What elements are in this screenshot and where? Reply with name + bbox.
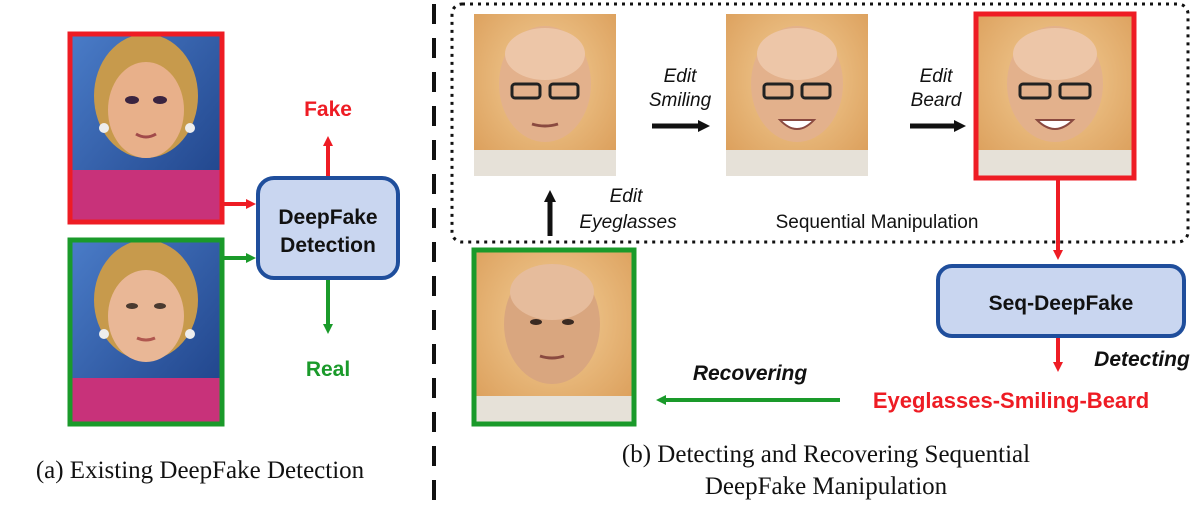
caption-b-line1: (b) Detecting and Recovering Sequential [622, 441, 1030, 468]
deepfake-detection-box [256, 176, 400, 280]
sequential-manipulation-label: Sequential Manipulation [776, 212, 979, 233]
recovered-face-image [471, 247, 637, 427]
edit-eyeglasses-label-line2: Eyeglasses [579, 212, 677, 233]
caption-a: (a) Existing DeepFake Detection [36, 457, 365, 484]
recovering-label: Recovering [693, 362, 808, 385]
sequence-result-label: Eyeglasses-Smiling-Beard [873, 388, 1149, 413]
real-face-image [67, 237, 225, 427]
fake-output-label: Fake [304, 98, 352, 121]
detector-label-line2: Detection [280, 234, 376, 257]
detector-label-line1: DeepFake [278, 206, 377, 229]
smiling-face-image [726, 14, 868, 176]
edit-eyeglasses-label-line1: Edit [610, 186, 643, 207]
original-face-image [474, 14, 616, 176]
seq-deepfake-label: Seq-DeepFake [989, 292, 1134, 315]
edit-beard-label-line1: Edit [920, 66, 953, 87]
final-fake-face-image [973, 11, 1137, 181]
seq-deepfake-box [936, 264, 1186, 338]
edit-smiling-label-line2: Smiling [649, 90, 712, 111]
edit-smiling-label-line1: Edit [664, 66, 697, 87]
edit-beard-label-line2: Beard [911, 90, 963, 111]
caption-b-line2: DeepFake Manipulation [705, 473, 948, 500]
fake-face-image [67, 31, 225, 225]
detecting-label: Detecting [1094, 348, 1190, 371]
sequential-manipulation-box [450, 2, 1190, 244]
real-output-label: Real [306, 358, 350, 381]
